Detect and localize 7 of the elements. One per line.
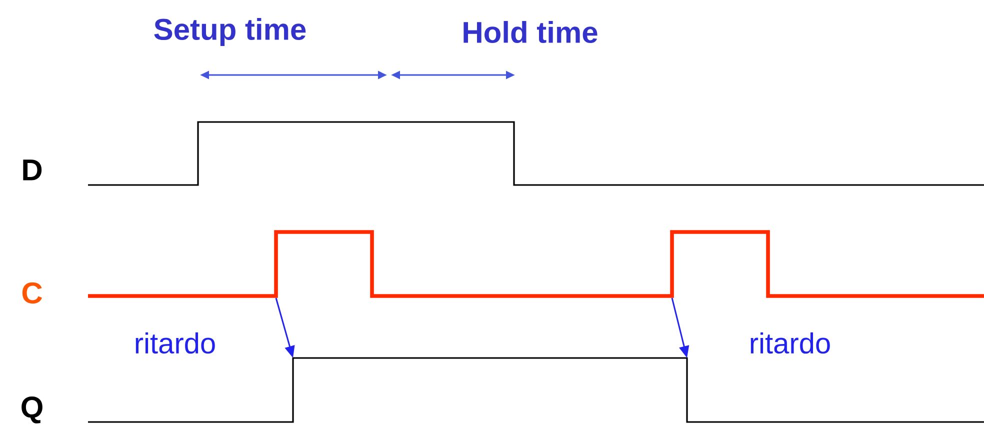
dimension-label: Hold time — [464, 20, 598, 44]
delay-label: ritardo — [136, 332, 215, 354]
dimension-label: Setup time — [154, 18, 306, 46]
signal-name: D — [23, 160, 42, 180]
signal-name: C — [22, 282, 42, 304]
signal-name: Q — [22, 396, 42, 424]
delay-label: ritardo — [750, 332, 830, 354]
